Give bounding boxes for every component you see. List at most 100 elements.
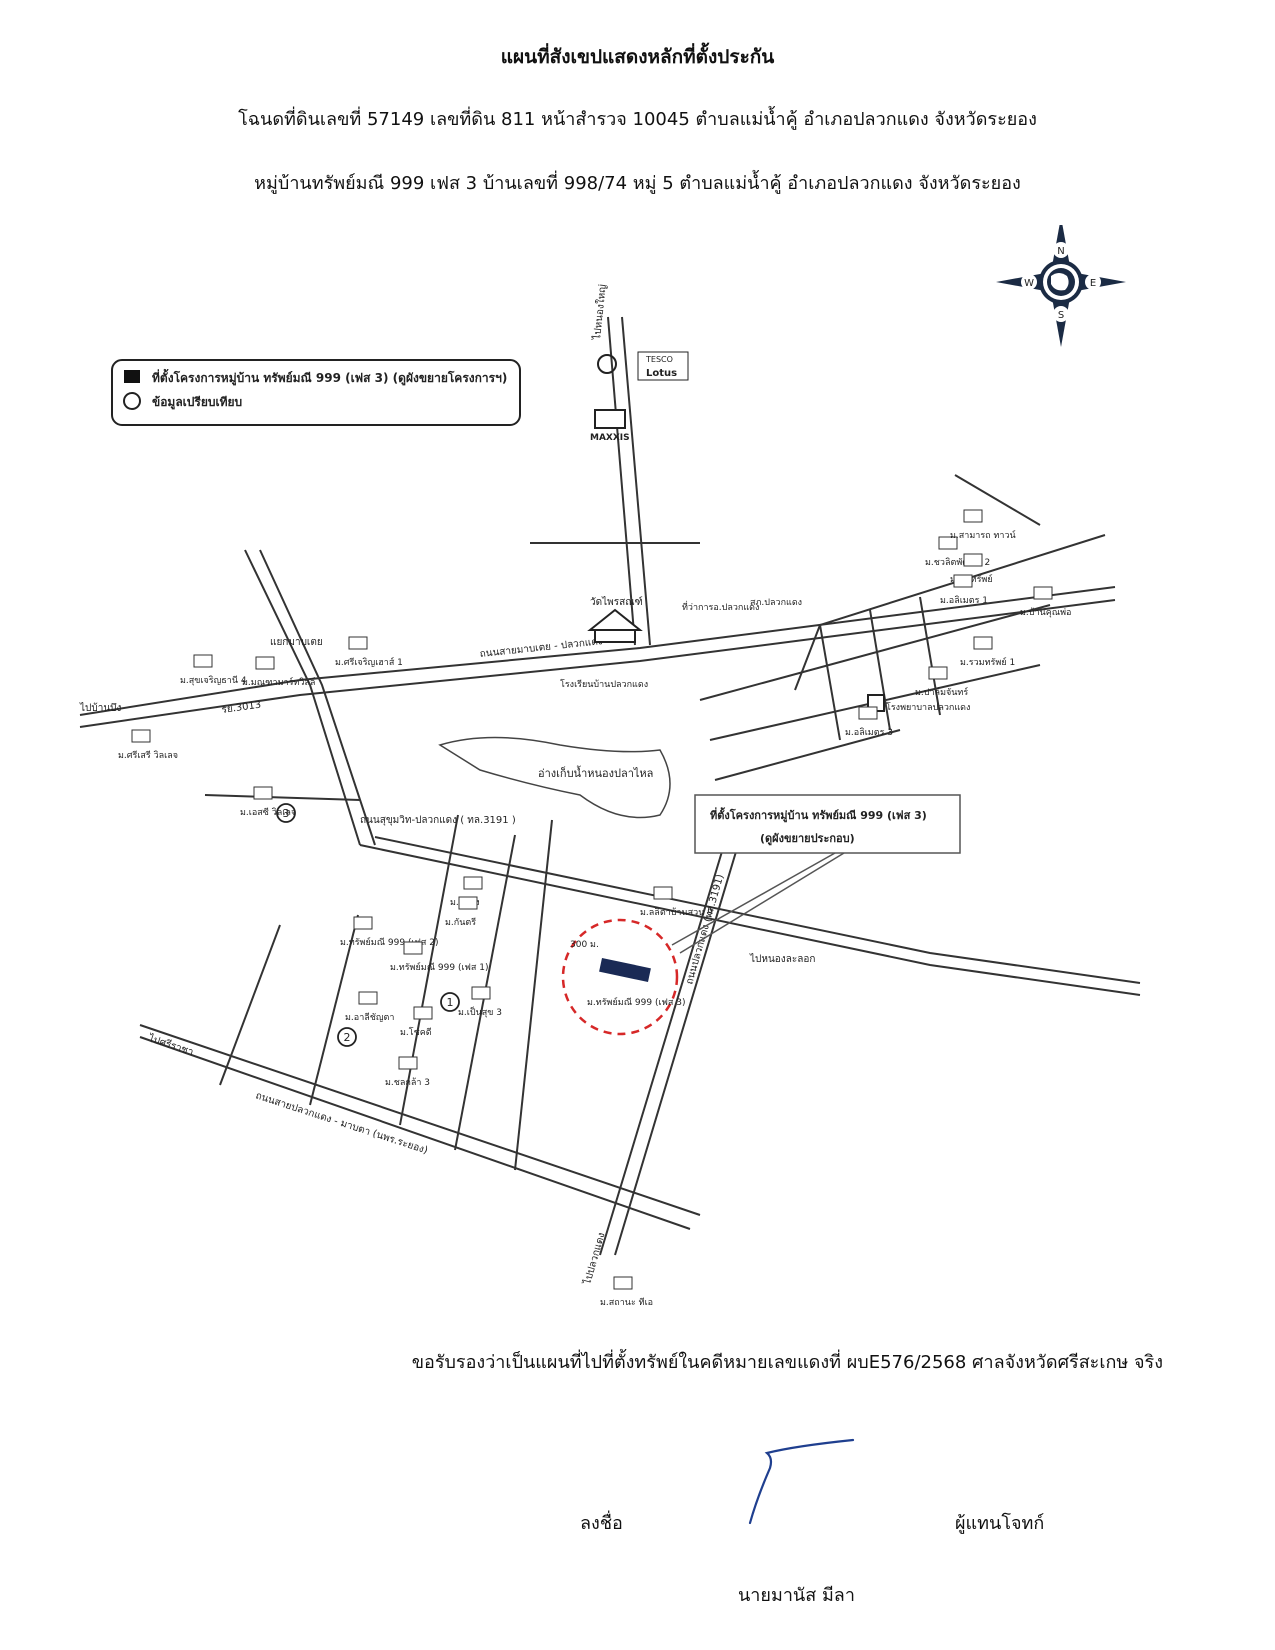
house-icon [973,636,993,650]
village-label: ม.อาลีชัญตา [345,991,394,1023]
school-label: โรงเรียนบ้านปลวกแดง [560,679,648,690]
village-name: ม.บ้านคุณพ่อ [1020,607,1071,618]
village-label: ม.สถานะ ทีเอ [600,1276,653,1305]
house-icon [403,941,423,955]
village-name: ม.อลิเมตร 1 [940,595,988,606]
house-icon [463,876,483,890]
legend-project-label: ที่ตั้งโครงการหมู่บ้าน ทรัพย์มณี 999 (เฟ… [152,368,507,386]
house-icon [348,636,368,650]
compass-north: N [1057,246,1064,257]
subject-project-block [599,957,651,983]
village-name: ม.ปาล์มจันทร์ [915,686,968,698]
certification-text: ขอรับรองว่าเป็นแผนที่ไปที่ตั้งทรัพย์ในคด… [411,1352,1163,1373]
village-name: ม.สถานะ ทีเอ [600,1297,653,1305]
village-name: ม.สุขเจริญธานี 4 [180,675,247,686]
road-3013-label: รย.3013 [221,700,262,716]
house-icon [358,991,378,1005]
village-label: ม.อลิเมตร 1 [940,574,988,606]
village-name: ม.กันตรี [445,917,476,928]
road-network [79,316,1141,1256]
village-label: ม.ศรีเจริญเฮาส์ 1 [335,636,403,668]
house-icon [255,656,275,670]
landmark-tesco-lotus: TESCO Lotus [597,351,689,381]
svg-text:MAXXIS: MAXXIS [590,433,630,443]
svg-text:โรงพยาบาลปลวกแดง: โรงพยาบาลปลวกแดง [886,702,970,713]
house-icon [858,706,878,720]
subject-sub-label: ม.ทรัพย์มณี 999 (เฟส 3) [587,996,686,1008]
project-callout: ที่ตั้งโครงการหมู่บ้าน ทรัพย์มณี 999 (เฟ… [671,794,961,954]
village-label: ม.มณฑามาร์ทวิลล์ [242,656,315,688]
comparison-marker-3: 3 [276,803,296,823]
svg-text:2: 2 [344,1031,351,1044]
village-label: ม.กันตรี [445,896,478,928]
village-name: ม.ลลิตาบ้านสวน 9 [640,907,713,918]
svg-text:วัดไพรสณฑ์: วัดไพรสณฑ์ [590,596,643,608]
road-lower-label: ถนนสายปลวกแดง - มาบตา (นพร.ระยอง) [254,1090,429,1156]
house-icon [963,553,983,567]
svg-text:(ดูผังขยายประกอบ): (ดูผังขยายประกอบ) [760,832,855,846]
comparison-marker-1: 1 [440,992,460,1012]
village-name: ม.รวมทรัพย์ 1 [960,656,1015,668]
road-3191-label: ถนนสุขุมวิท-ปลวกแดง ( ทล.3191 ) [360,815,516,826]
svg-text:ที่ตั้งโครงการหมู่บ้าน ทรัพย์ม: ที่ตั้งโครงการหมู่บ้าน ทรัพย์มณี 999 (เฟ… [710,807,927,823]
house-icon [963,509,983,523]
legend: ที่ตั้งโครงการหมู่บ้าน ทรัพย์มณี 999 (เฟ… [111,359,521,426]
map-title: แผนที่สังเขปแสดงหลักที่ตั้งประกัน [500,46,775,68]
to-pluak-label: ไปปลวกแดง [581,1231,608,1287]
sign-label: ลงชื่อ [580,1513,623,1534]
house-icon [938,536,958,550]
village-label: ม.บ้านคุณพ่อ [1020,586,1071,618]
village-name: ม.อาลีชัญตา [345,1012,394,1023]
svg-text:1: 1 [447,996,454,1009]
village-name: ม.เป็นสุข 3 [458,1005,502,1018]
house-icon [353,916,373,930]
svg-text:3: 3 [283,807,290,820]
village-label: ม.ศรีเสรี วิลเลจ [118,729,178,761]
village-name: ม.ทรัพย์มณี 999 (เฟส 1) [390,961,489,973]
to-chonburi-label: ไปหนองใหญ่ [591,284,609,342]
district-office-label: ที่ว่าการอ.ปลวกแดง [682,600,759,613]
subject-highlight-circle [561,918,679,1036]
signer-role: ผู้แทนโจทก์ [955,1513,1045,1534]
compass-rose-icon: W E S N [996,225,1126,347]
village-label: ม.โชคดี [400,1006,433,1038]
village-label: ม.เป็นสุข 3 [458,986,502,1018]
reservoir-label: อ่างเก็บน้ำหนองปลาไหล [538,765,653,780]
village-name: ม.ชวลิตพัฒนา 2 [925,557,990,568]
house-icon [458,896,478,910]
village-label: ม.รวมทรัพย์ 1 [960,636,1015,668]
mabtai-junction-label: แยกมาบเตย [270,637,323,648]
village-name: ม.มณฑามาร์ทวิลล์ [242,676,315,688]
house-icon [413,1006,433,1020]
landmark-wat: วัดไพรสณฑ์ [587,596,643,643]
police-label: สภ.ปลวกแดง [750,598,802,608]
address-line: หมู่บ้านทรัพย์มณี 999 เฟส 3 บ้านเลขที่ 9… [254,173,1021,194]
to-banbueng-label: ไปบ้านบึง [79,702,122,714]
deed-line: โฉนดที่ดินเลขที่ 57149 เลขที่ดิน 811 หน้… [238,109,1037,130]
compass-west: W [1024,278,1034,289]
house-icon [398,1056,418,1070]
village-name: ม.ชลกล้า 3 [385,1077,430,1088]
house-icon [953,574,973,588]
village-label: ม.ลลิตาบ้านสวน 9 [640,886,713,918]
handwritten-signature [748,1438,855,1525]
village-label: ม.ชวลิตพัฒนา 2 [925,536,990,568]
compass-east: E [1090,278,1096,289]
village-name: ม.อลิเมตร 3 [845,727,893,738]
house-icon [613,1276,633,1290]
landmark-maxxis: MAXXIS [590,409,630,443]
village-label: ม.สามารถ ทาวน์ [950,509,1016,541]
compass-south: S [1058,310,1064,321]
village-label: ม.เอสซี วิลเลจ [240,786,296,818]
village-label: ม.ปาล์มจันทร์ [915,666,968,698]
house-icon [653,886,673,900]
village-name: ม.เอสซี วิลเลจ [240,807,296,818]
to-rayong-label: ไปหนองละลอก [749,953,815,965]
village-name: ม.โชคดี [400,1027,432,1038]
village-label: ม.ชลกล้า 3 [385,1056,430,1088]
house-icon [1033,586,1053,600]
svg-text:TESCO: TESCO [645,355,673,364]
house-icon [193,654,213,668]
signer-name: นายมานัส มีลา [738,1585,855,1606]
comparison-marker-2: 2 [337,1027,357,1047]
